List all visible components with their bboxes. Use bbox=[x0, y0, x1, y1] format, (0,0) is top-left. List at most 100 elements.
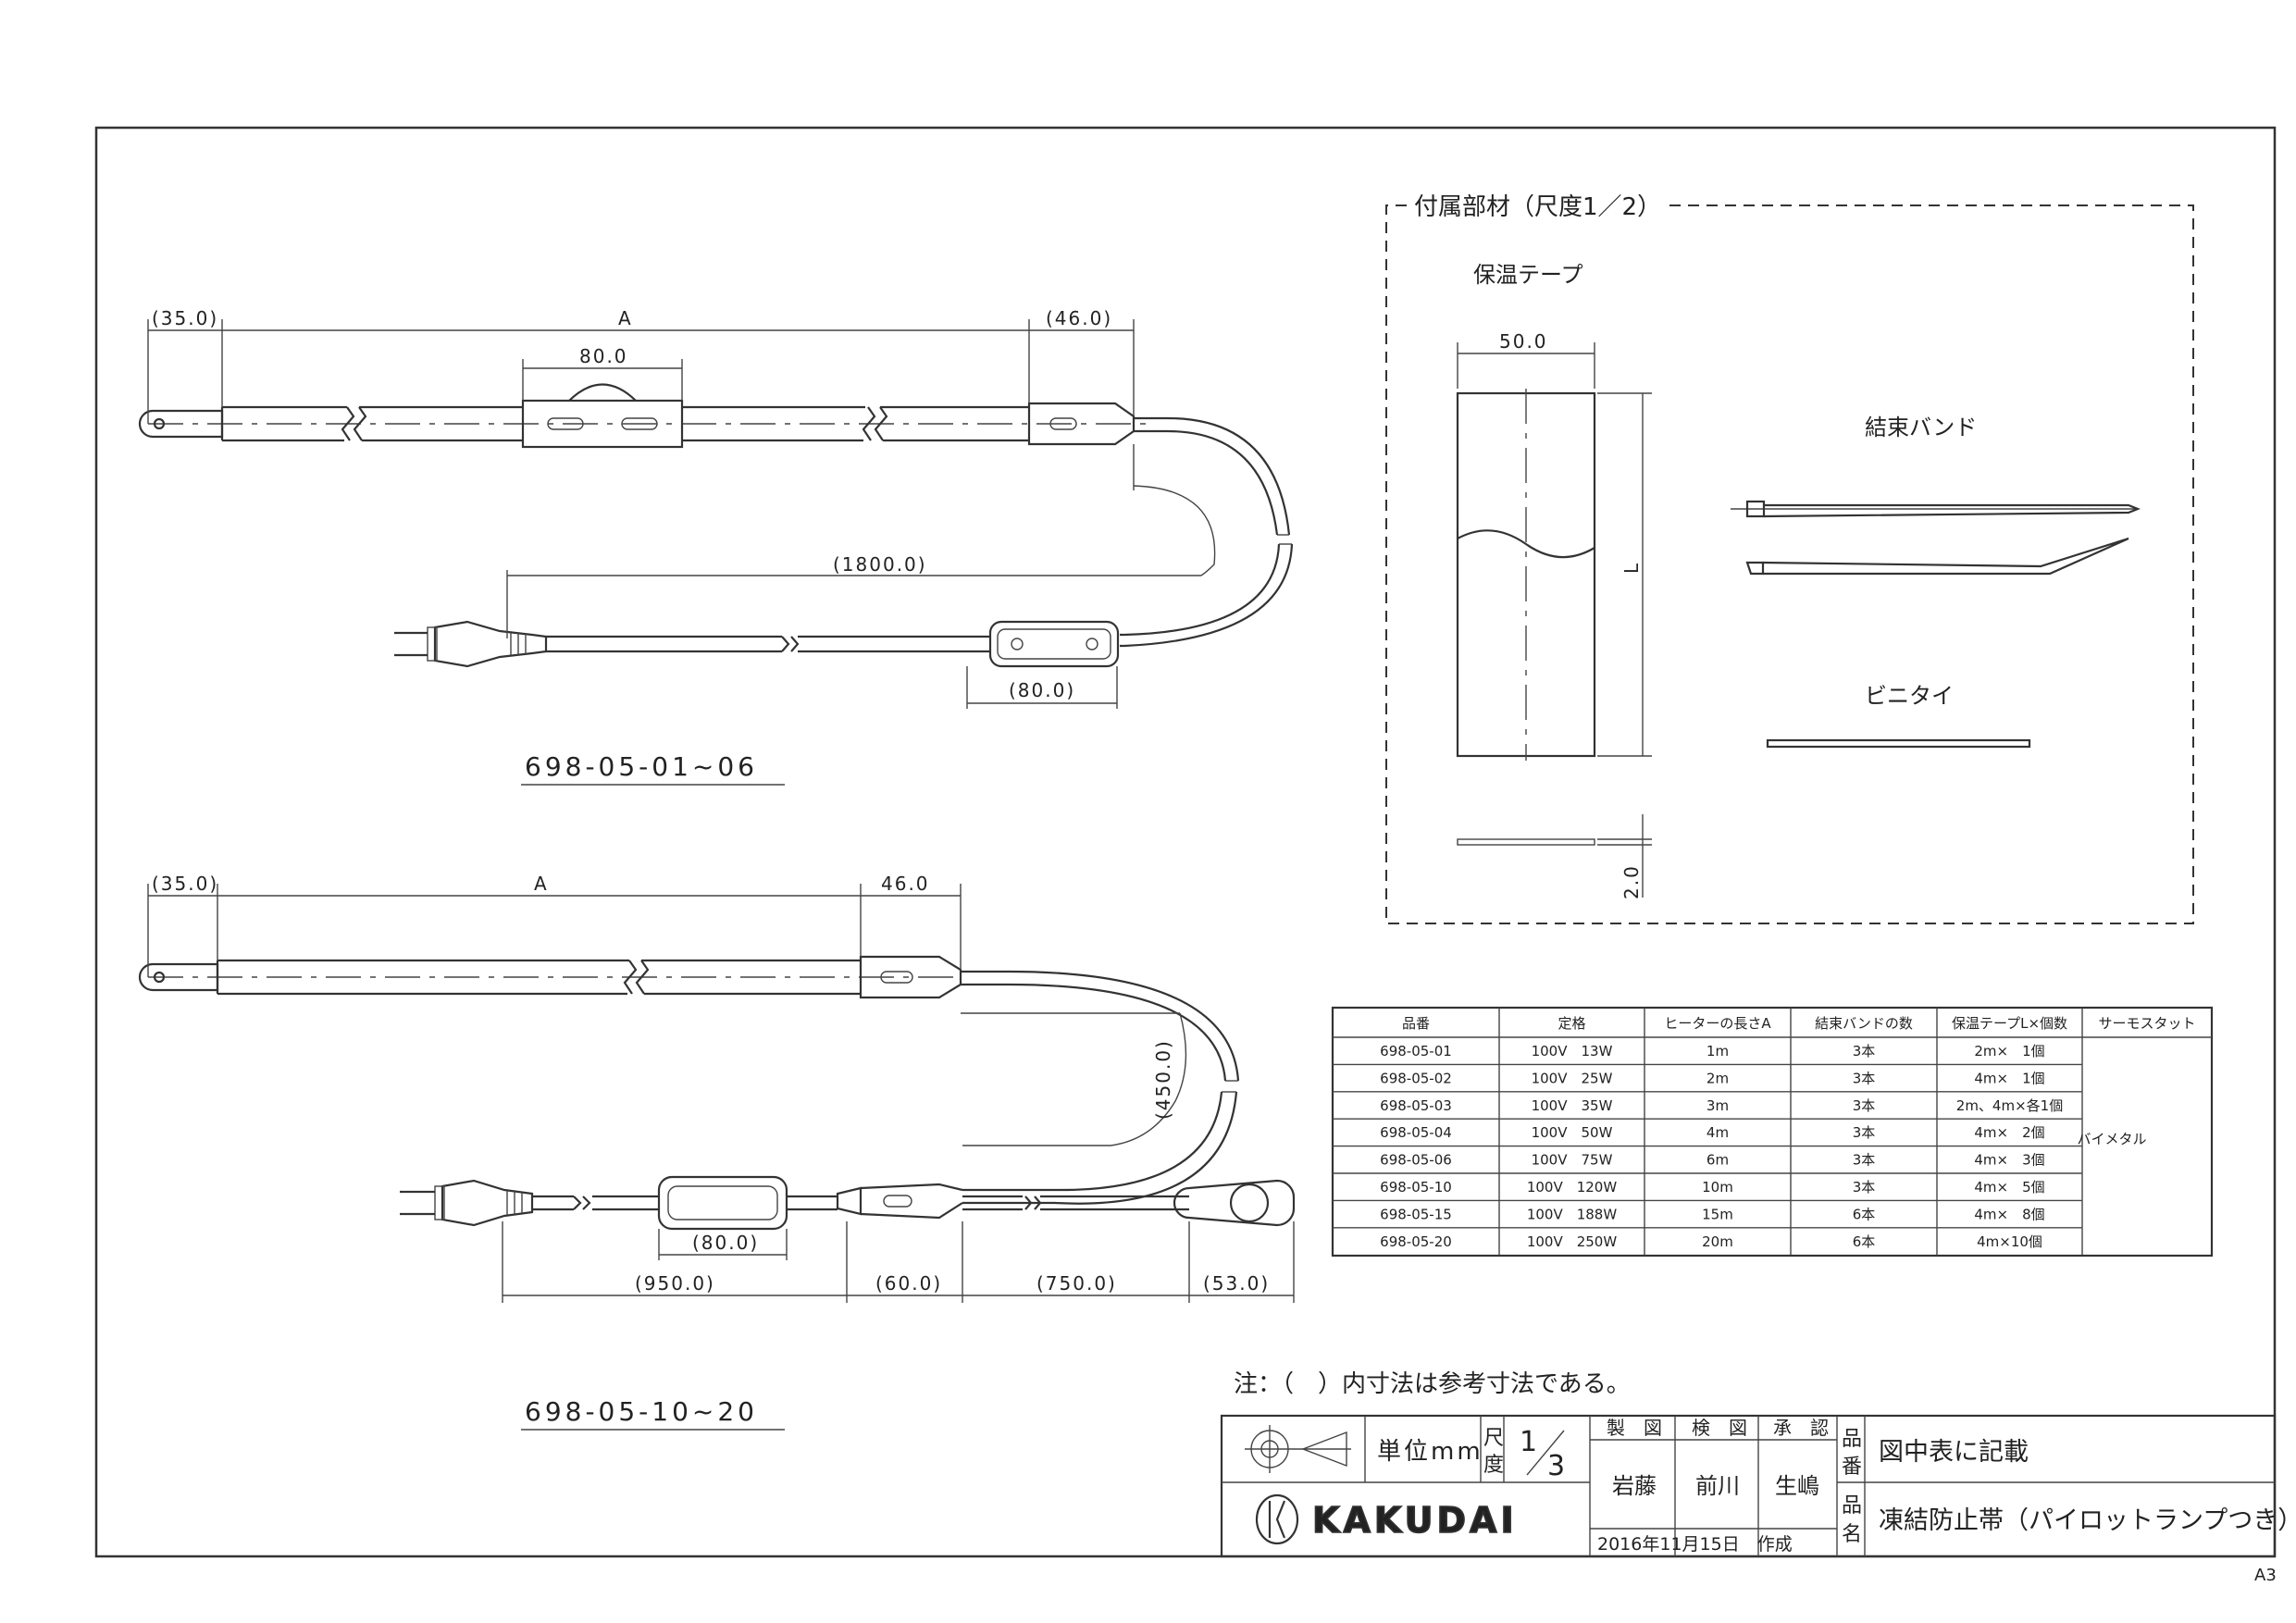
dim-35-top: (35.0) bbox=[152, 307, 218, 329]
table-cell: 6m bbox=[1706, 1152, 1729, 1169]
power-plug bbox=[394, 620, 548, 668]
svg-text:度: 度 bbox=[1483, 1454, 1504, 1477]
heater-bottom-view: (35.0) A 46.0 (450.0) (80.0) (950.0) (60… bbox=[138, 873, 1296, 1431]
drawing-border bbox=[94, 126, 2277, 1558]
top-dimensions: (35.0) A (46.0) 80.0 (1800.0) (80.0) bbox=[147, 307, 1216, 709]
table-cell: 2m bbox=[1706, 1070, 1729, 1086]
thermostat-type: バイメタル bbox=[2077, 1131, 2146, 1147]
table-cell: 3本 bbox=[1853, 1070, 1876, 1086]
vinyl-tie-label: ビニタイ bbox=[1865, 683, 1954, 709]
table-cell: 698-05-01 bbox=[1380, 1043, 1452, 1059]
table-cell: 10m bbox=[1702, 1179, 1733, 1196]
table-cell: 3本 bbox=[1853, 1152, 1876, 1169]
tape-length-dim: L bbox=[1620, 562, 1643, 574]
thermostat-body bbox=[521, 399, 684, 449]
table-cell: 698-05-03 bbox=[1380, 1097, 1452, 1114]
table-cell: 1m bbox=[1706, 1043, 1729, 1059]
table-cell: 3本 bbox=[1853, 1179, 1876, 1196]
dim-a-top: A bbox=[618, 307, 633, 329]
dim-46-top: (46.0) bbox=[1046, 307, 1112, 329]
insulation-tape-label: 保温テープ bbox=[1473, 262, 1583, 288]
model-label-bottom: 698-05-10~20 bbox=[525, 1396, 758, 1427]
dim-60: (60.0) bbox=[875, 1272, 942, 1295]
dim-80-thermostat: 80.0 bbox=[579, 345, 628, 367]
approved-by: 生嶋 bbox=[1775, 1473, 1819, 1499]
table-cell: 100V 50W bbox=[1532, 1124, 1613, 1141]
table-cell: 698-05-02 bbox=[1380, 1070, 1452, 1086]
header-drawn: 製 図 bbox=[1607, 1417, 1662, 1439]
dim-1800: (1800.0) bbox=[833, 553, 927, 576]
table-cell: 698-05-15 bbox=[1380, 1206, 1452, 1222]
table-cell: 4m× 1個 bbox=[1974, 1070, 2044, 1086]
table-cell: 15m bbox=[1702, 1206, 1733, 1222]
cable-tie-label: 結束バンド bbox=[1865, 415, 1977, 440]
table-cell: 698-05-06 bbox=[1380, 1152, 1452, 1169]
tape-width-dim: 50.0 bbox=[1499, 330, 1548, 353]
header-approved: 承 認 bbox=[1773, 1417, 1829, 1439]
scale-label: 尺 bbox=[1483, 1427, 1504, 1450]
table-cell: 100V 250W bbox=[1527, 1233, 1618, 1250]
table-cell: 100V 35W bbox=[1532, 1097, 1613, 1114]
table-header-cell: 結束バンドの数 bbox=[1815, 1015, 1913, 1032]
pilot-lamp-unit bbox=[988, 620, 1120, 668]
table-cell: 2m× 1個 bbox=[1974, 1043, 2044, 1059]
kakudai-logo: KAKUDAI bbox=[1255, 1493, 1518, 1545]
table-cell: 100V 75W bbox=[1532, 1152, 1613, 1169]
table-header-cell: 品番 bbox=[1402, 1015, 1430, 1032]
power-plug-bottom bbox=[400, 1179, 534, 1227]
sheet-size-label: A3 bbox=[2254, 1566, 2277, 1585]
dim-a-bottom: A bbox=[534, 873, 549, 895]
drawn-by: 岩藤 bbox=[1612, 1473, 1657, 1499]
created-date: 2016年11月15日 作成 bbox=[1597, 1534, 1793, 1555]
table-cell: 3本 bbox=[1853, 1097, 1876, 1114]
dim-80-lamp-bottom: (80.0) bbox=[692, 1232, 759, 1254]
table-cell: 20m bbox=[1702, 1233, 1733, 1250]
bottom-dimensions: (35.0) A 46.0 (450.0) (80.0) (950.0) (60… bbox=[147, 873, 1295, 1303]
dim-450: (450.0) bbox=[1152, 1039, 1174, 1120]
dim-46-bottom: 46.0 bbox=[881, 873, 930, 895]
table-cell: 4m× 8個 bbox=[1974, 1206, 2044, 1222]
reference-note: 注：（ ）内寸法は参考寸法である。 bbox=[1234, 1370, 1631, 1398]
table-cell: 6本 bbox=[1853, 1233, 1876, 1250]
title-block: 単位mm 尺 度 1 3 製 図 検 図 承 認 岩藤 前川 生嶋 2016年1… bbox=[1220, 1414, 2296, 1558]
heater-top-view: (35.0) A (46.0) 80.0 (1800.0) (80.0) 698… bbox=[138, 307, 1294, 786]
table-cell: 698-05-04 bbox=[1380, 1124, 1452, 1141]
table-cell: 4m bbox=[1706, 1124, 1729, 1141]
table-cell: 2m、4m×各1個 bbox=[1956, 1097, 2063, 1114]
dim-35-bottom: (35.0) bbox=[152, 873, 218, 895]
product-name: 凍結防止帯（パイロットランプつき） bbox=[1879, 1506, 2296, 1535]
part-number: 図中表に記載 bbox=[1879, 1438, 2029, 1467]
accessories-panel: 付属部材（尺度1／2） 保温テープ 50.0 L 2.0 結束バンド ビニタイ bbox=[1385, 193, 2194, 924]
pilot-lamp-unit-bottom bbox=[657, 1175, 788, 1231]
table-cell: 698-05-10 bbox=[1380, 1179, 1452, 1196]
dim-80-lamp-top: (80.0) bbox=[1009, 679, 1075, 701]
dim-950: (950.0) bbox=[635, 1272, 715, 1295]
table-cell: 100V 25W bbox=[1532, 1070, 1613, 1086]
model-label-top: 698-05-01~06 bbox=[525, 751, 758, 782]
scale-numerator: 1 bbox=[1520, 1426, 1537, 1458]
tape-thickness-dim: 2.0 bbox=[1620, 864, 1643, 899]
table-cell: 3本 bbox=[1853, 1124, 1876, 1141]
table-header-cell: サーモスタット bbox=[2098, 1015, 2195, 1032]
company-logo-text: KAKUDAI bbox=[1312, 1500, 1518, 1541]
svg-text:品: 品 bbox=[1842, 1428, 1862, 1451]
third-angle-projection-icon bbox=[1245, 1425, 1351, 1473]
table-cell: 100V 120W bbox=[1527, 1179, 1618, 1196]
dim-750: (750.0) bbox=[1036, 1272, 1117, 1295]
table-cell: 4m× 3個 bbox=[1974, 1152, 2044, 1169]
end-clamp bbox=[1173, 1179, 1296, 1227]
scale-denominator: 3 bbox=[1547, 1450, 1565, 1482]
table-header-cell: ヒーターの長さA bbox=[1664, 1015, 1771, 1032]
table-cell: 100V 13W bbox=[1532, 1043, 1613, 1059]
vinyl-tie bbox=[1766, 738, 2031, 749]
table-cell: 4m× 5個 bbox=[1974, 1179, 2044, 1196]
svg-text:名: 名 bbox=[1842, 1523, 1862, 1546]
accessories-title: 付属部材（尺度1／2） bbox=[1414, 193, 1661, 221]
cable-tie-drawing bbox=[1731, 500, 2141, 576]
unit-label: 単位mm bbox=[1377, 1438, 1483, 1466]
svg-text:品: 品 bbox=[1842, 1494, 1862, 1518]
table-cell: 6本 bbox=[1853, 1206, 1876, 1222]
table-cell: 698-05-20 bbox=[1380, 1233, 1452, 1250]
svg-text:番: 番 bbox=[1842, 1456, 1862, 1479]
